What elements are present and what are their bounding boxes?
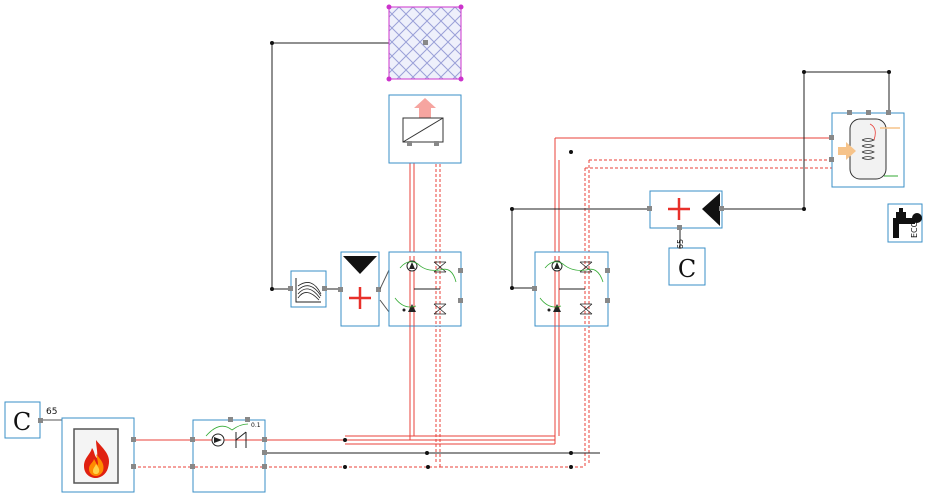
mixer-controller-icon[interactable] <box>647 190 724 230</box>
return-pipes <box>133 144 832 468</box>
const-dhw-value: 65 <box>676 239 685 249</box>
pump-valve-group-icon[interactable] <box>532 251 610 327</box>
valve-small-label: 0.1 <box>251 422 261 429</box>
junction-dots <box>270 41 891 469</box>
heated-surface-icon[interactable] <box>386 4 464 82</box>
water-tap-icon[interactable]: ECO <box>887 203 923 243</box>
eco-label: ECO <box>910 221 919 238</box>
heat-emitter-icon[interactable] <box>388 94 462 164</box>
constant-block-boiler[interactable]: C 65 <box>4 401 73 439</box>
flame-icon <box>84 440 110 478</box>
boiler-icon[interactable] <box>61 417 136 493</box>
pump-valve-group-icon[interactable] <box>388 251 463 327</box>
control-wires <box>264 42 890 454</box>
storage-tank-icon[interactable] <box>829 110 905 188</box>
constant-block-dhw[interactable]: C 65 <box>668 239 706 286</box>
const-boiler-symbol: C <box>13 408 31 436</box>
pump-group[interactable]: 0.1 <box>190 417 267 493</box>
supply-pipes <box>133 137 840 445</box>
mixer-controller-icon[interactable] <box>338 251 390 327</box>
pump-icon <box>211 433 225 447</box>
check-valve-icon <box>235 431 247 448</box>
const-boiler-value: 65 <box>46 407 57 417</box>
heating-curve-icon[interactable] <box>288 270 327 308</box>
const-dhw-symbol: C <box>678 255 696 283</box>
